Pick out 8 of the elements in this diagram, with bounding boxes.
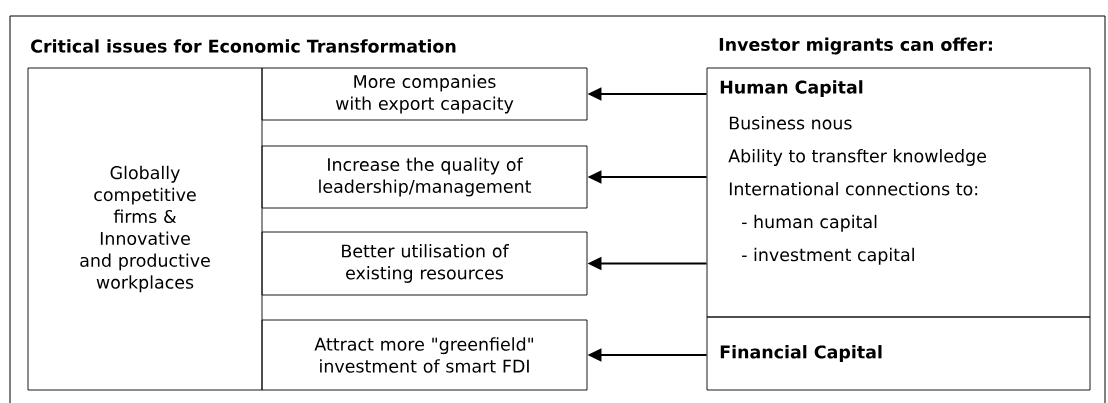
capital-box: Human Capital Business nous Ability to transfter knowledge International connections to: - human capital - investment capital bbox=[706, 67, 1091, 318]
goal-box: Globally competitive firms & Innovative and productive workplaces bbox=[27, 67, 263, 391]
column-heading: Critical issues for Economic Transformation bbox=[31, 39, 456, 53]
issue-box: Increase the quality of leadership/management bbox=[261, 145, 588, 209]
issue-box: Better utilisation of existing resources bbox=[261, 231, 588, 296]
issue-box: More companies with export capacity bbox=[261, 67, 588, 121]
capital-box: Financial Capital bbox=[706, 316, 1091, 391]
issue-box: Attract more "greenfield" investment of smart FDI bbox=[261, 319, 588, 391]
